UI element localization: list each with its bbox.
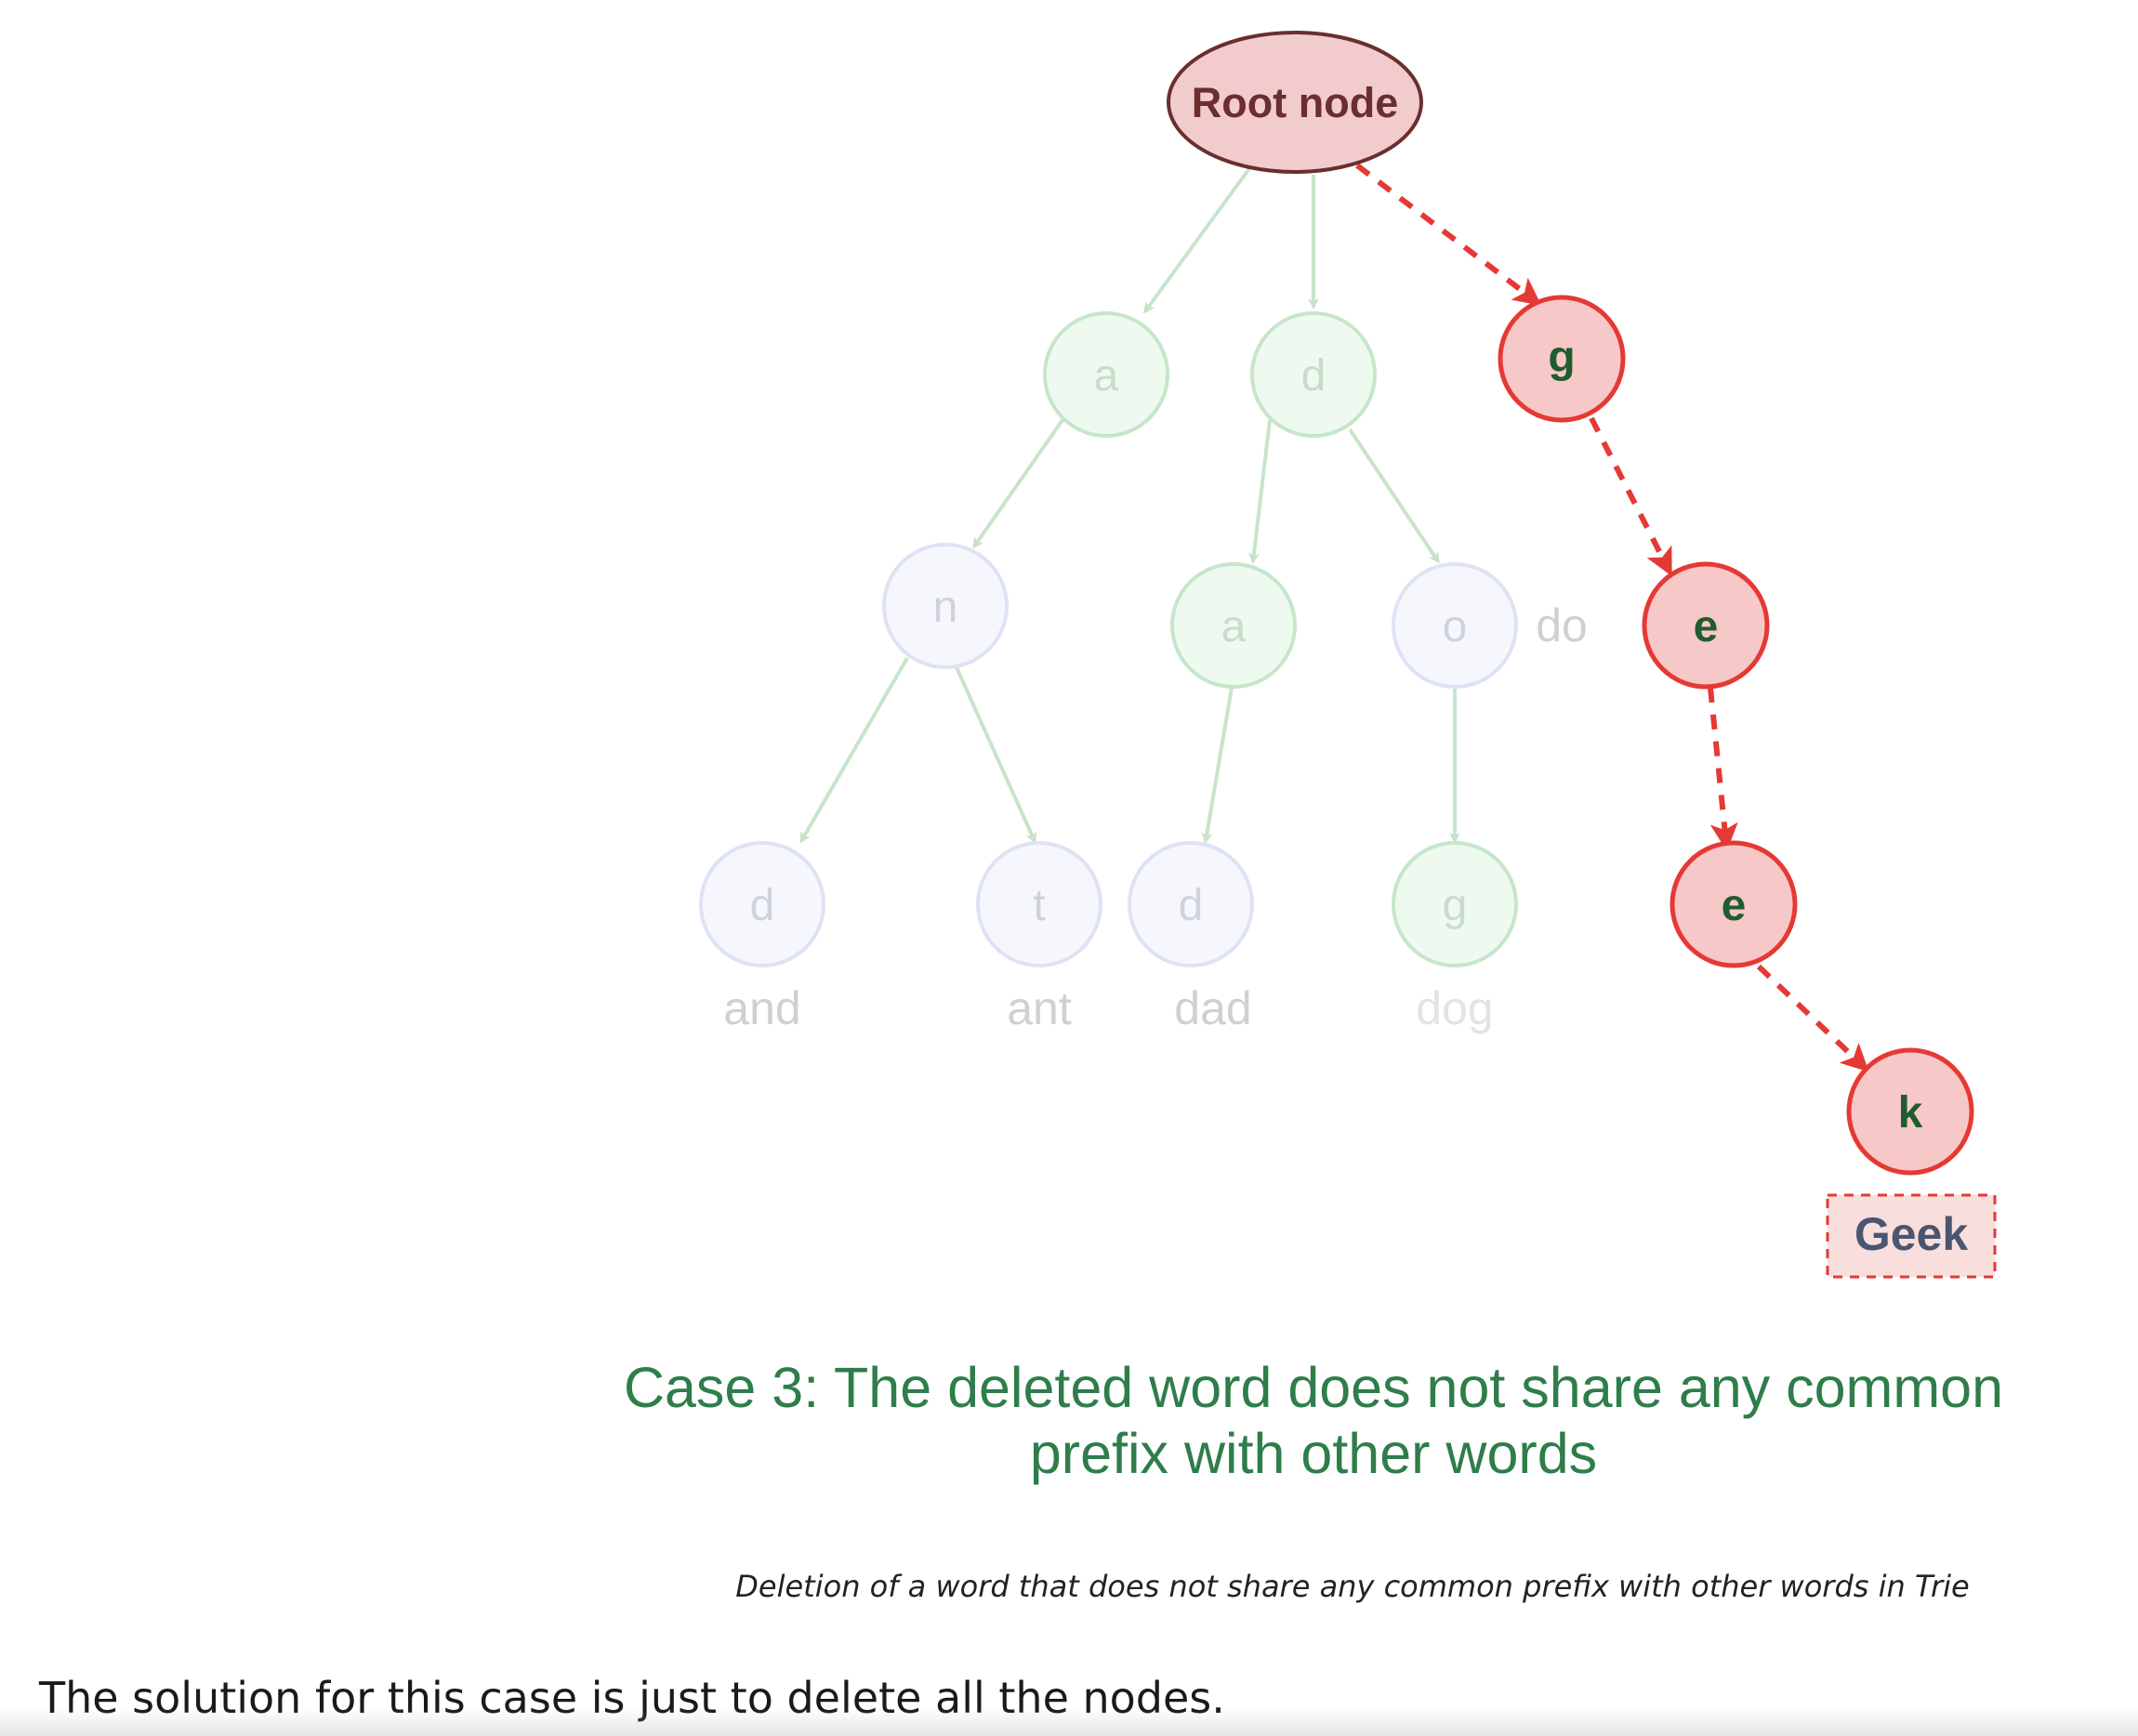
word-label-dad: dad [1174,982,1251,1034]
trie-node-o-label: o [1443,602,1468,651]
trie-node-n [882,543,1009,669]
word-label-dog: dog [1416,982,1493,1034]
edge-root-a [1143,165,1252,314]
edge-n-t [954,664,1036,844]
trie-node-t [976,841,1102,967]
bottom-shadow [0,1708,2138,1736]
edge-n-d [799,656,909,844]
edge-e-e [1708,687,1738,851]
deleted-node-e1 [1642,561,1770,690]
trie-node-a-level2 [1170,562,1297,689]
case-title-line1: Case 3: The deleted word does not share … [624,1356,2003,1419]
edge-root-g [1355,163,1542,306]
edge-g-e [1589,416,1672,577]
deleted-node-g-label: g [1548,333,1575,382]
trie-node-d-level1 [1250,311,1377,438]
edge-a-n [972,418,1064,549]
trie-node-n-label: n [933,583,958,632]
deleted-node-e2 [1669,840,1798,968]
deleted-edges [1355,163,1869,1072]
trie-node-a-level1-label: a [1094,351,1119,401]
deleted-word-label: Geek [1854,1208,1969,1260]
deleted-node-e2-label: e [1722,881,1747,930]
trie-node-d-dad-label: d [1179,881,1204,930]
edge-e-k [1756,964,1869,1072]
deleted-node-k-label: k [1898,1088,1923,1138]
faded-edges [799,165,1460,844]
deleted-word-box [1826,1193,1997,1279]
trie-node-g-level3-label: g [1443,881,1468,930]
trie-node-o [1392,562,1518,689]
trie-node-t-label: t [1033,881,1045,930]
trie-node-a-level2-label: a [1221,602,1247,651]
word-label-ant: ant [1007,982,1072,1034]
trie-node-d-and-label: d [750,881,775,930]
root-node [1167,31,1423,174]
edge-a-d [1201,687,1234,844]
deleted-node-e1-label: e [1694,602,1719,651]
trie-node-d-dad [1128,841,1254,967]
case-title-line2: prefix with other words [1030,1422,1597,1485]
deleted-node-k [1846,1047,1974,1176]
edge-d-a [1248,419,1272,564]
word-label-and: and [723,982,800,1034]
edge-d-o [1348,427,1440,564]
figure-caption: Deletion of a word that does not share a… [735,1569,1970,1604]
body-paragraph: The solution for this case is just to de… [39,1673,1225,1723]
trie-node-d-and [699,841,825,967]
trie-node-a-level1 [1043,311,1169,438]
deleted-node-g [1498,295,1626,423]
trie-node-d-level1-label: d [1301,351,1326,401]
trie-node-g-level3 [1392,841,1518,967]
word-label-do: do [1536,599,1588,651]
root-node-label: Root node [1192,79,1398,126]
